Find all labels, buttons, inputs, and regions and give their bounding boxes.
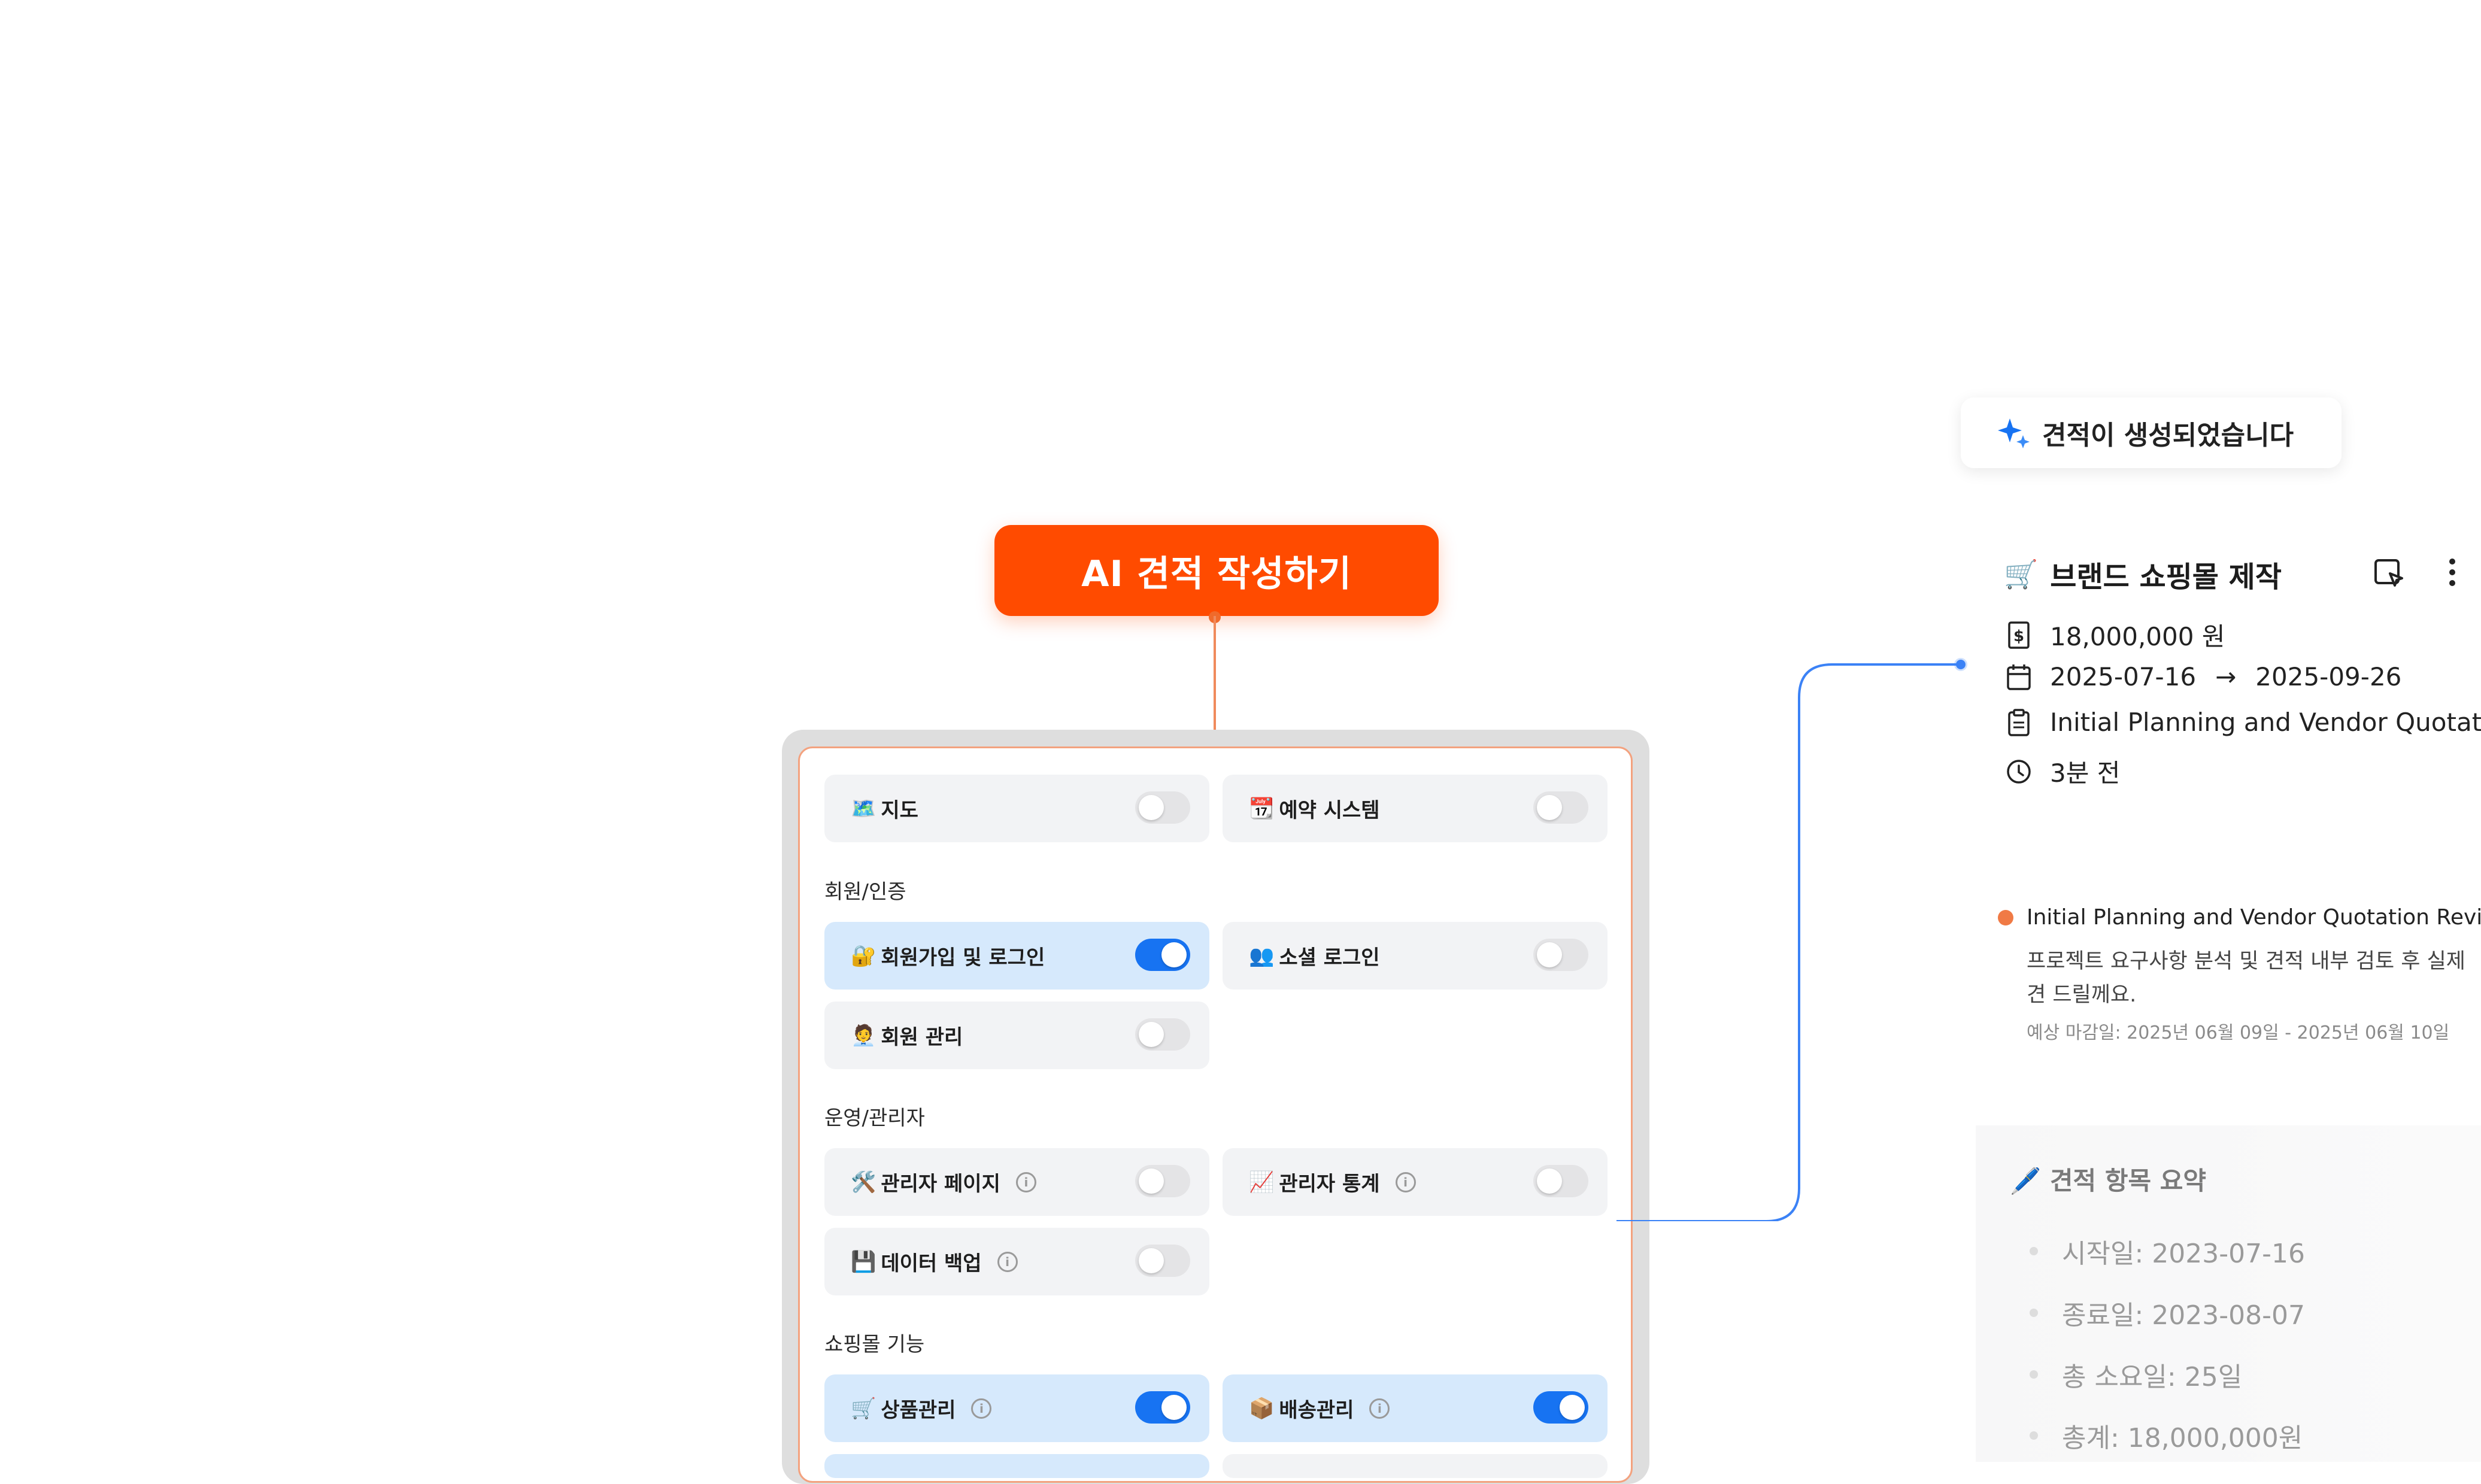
social-login-toggle[interactable] xyxy=(1533,939,1588,971)
feature-label: 소셜 로그인 xyxy=(1279,946,1380,970)
section-label-shop: 쇼핑몰 기능 xyxy=(824,1333,925,1356)
map-icon: 🗺️ xyxy=(851,796,876,821)
summary-item: 총 소요일: 25일 xyxy=(2030,1355,2242,1394)
task-description: 프로젝트 요구사항 분석 및 견적 내부 검토 후 실제 견 드릴께요. xyxy=(2027,949,2466,1007)
feature-card-product-management[interactable]: 🛒 상품관리 i xyxy=(824,1374,1209,1442)
reservation-toggle[interactable] xyxy=(1533,791,1588,824)
feature-label: 배송관리 xyxy=(1279,1398,1354,1422)
feature-card-shipping-management[interactable]: 📦 배송관리 i xyxy=(1223,1374,1608,1442)
project-start-date: 2025-07-16 xyxy=(2050,662,2197,691)
receipt-dollar-icon: $ xyxy=(2008,621,2030,649)
package-icon: 📦 xyxy=(1249,1396,1275,1421)
project-stage: Initial Planning and Vendor Quotatio... xyxy=(2050,708,2481,737)
project-title: 🛒 브랜드 쇼핑몰 제작 xyxy=(2004,553,2282,595)
clipboard-icon xyxy=(2008,708,2030,736)
summary-item: 총계: 18,000,000원 xyxy=(2030,1416,2303,1455)
feature-card-admin-stats[interactable]: 📈 관리자 통계 i xyxy=(1223,1148,1608,1216)
cart-icon: 🛒 xyxy=(851,1396,876,1421)
task-deadline: 예상 마감일: 2025년 06월 09일 - 2025년 06월 10일 xyxy=(2027,1022,2450,1043)
feature-label: 회원가입 및 로그인 xyxy=(881,946,1045,970)
section-label-member: 회원/인증 xyxy=(824,880,906,904)
project-amount-row: $ 18,000,000 원 xyxy=(2006,617,2225,653)
cart-icon: 🛒 xyxy=(2004,557,2039,590)
project-updated: 3분 전 xyxy=(2050,758,2121,788)
project-end-date: 2025-09-26 xyxy=(2255,662,2402,691)
calendar-icon xyxy=(2007,664,2031,690)
success-toast: 견적이 생성되었습니다 xyxy=(1961,397,2342,468)
lock-icon: 🔐 xyxy=(851,943,876,968)
summary-panel xyxy=(1976,1125,2481,1462)
data-backup-toggle[interactable] xyxy=(1135,1245,1190,1277)
info-icon[interactable]: i xyxy=(971,1398,992,1419)
bullet xyxy=(2030,1309,2038,1317)
svg-text:$: $ xyxy=(2013,627,2024,645)
person-icon: 🧑‍💼 xyxy=(851,1023,876,1048)
project-stage-row: Initial Planning and Vendor Quotatio... xyxy=(2006,708,2481,737)
project-title-text: 브랜드 쇼핑몰 제작 xyxy=(2050,560,2282,594)
feature-card-map[interactable]: 🗺️ 지도 xyxy=(824,775,1209,842)
project-updated-row: 3분 전 xyxy=(2006,753,2120,790)
signup-login-toggle[interactable] xyxy=(1135,939,1190,971)
task-title: Initial Planning and Vendor Quotation Re… xyxy=(2027,905,2481,930)
feature-card-partial xyxy=(824,1454,1209,1478)
map-toggle[interactable] xyxy=(1135,791,1190,824)
blue-connector-line xyxy=(1616,658,1967,1221)
tools-icon: 🛠️ xyxy=(851,1170,876,1194)
orange-connector-line xyxy=(1214,616,1216,749)
feature-card-admin-page[interactable]: 🛠️ 관리자 페이지 i xyxy=(824,1148,1209,1216)
feature-card-partial xyxy=(1223,1454,1608,1478)
bullet xyxy=(2030,1247,2038,1255)
admin-page-toggle[interactable] xyxy=(1135,1165,1190,1197)
bullet xyxy=(2030,1431,2038,1440)
feature-label: 회원 관리 xyxy=(881,1025,963,1049)
info-icon[interactable]: i xyxy=(997,1251,1018,1272)
chart-icon: 📈 xyxy=(1249,1170,1275,1194)
section-label-admin: 운영/관리자 xyxy=(824,1106,925,1130)
toast-text: 견적이 생성되었습니다 xyxy=(2042,420,2294,451)
users-icon: 👥 xyxy=(1249,943,1275,968)
edit-select-icon[interactable] xyxy=(2372,556,2406,589)
summary-item: 시작일: 2023-07-16 xyxy=(2030,1232,2305,1270)
feature-card-member-management[interactable]: 🧑‍💼 회원 관리 xyxy=(824,1002,1209,1069)
feature-label: 예약 시스템 xyxy=(1279,799,1380,823)
date-arrow: → xyxy=(2215,662,2237,691)
floppy-disk-icon: 💾 xyxy=(851,1249,876,1274)
status-dot xyxy=(1998,910,2013,925)
summary-title: 🖊️ 견적 항목 요약 xyxy=(2010,1166,2207,1195)
more-options-icon[interactable] xyxy=(2443,556,2462,589)
info-icon[interactable]: i xyxy=(1015,1172,1036,1192)
feature-card-signup-login[interactable]: 🔐 회원가입 및 로그인 xyxy=(824,922,1209,990)
feature-label: 데이터 백업 xyxy=(881,1252,982,1276)
project-amount: 18,000,000 원 xyxy=(2050,622,2225,651)
feature-label: 관리자 통계 xyxy=(1279,1172,1380,1196)
calendar-icon: 📆 xyxy=(1249,796,1275,821)
ai-quote-button[interactable]: AI 견적 작성하기 xyxy=(994,525,1439,616)
info-icon[interactable]: i xyxy=(1369,1398,1390,1419)
clock-icon xyxy=(2007,759,2031,784)
feature-card-reservation[interactable]: 📆 예약 시스템 xyxy=(1223,775,1608,842)
member-management-toggle[interactable] xyxy=(1135,1018,1190,1051)
admin-stats-toggle[interactable] xyxy=(1533,1165,1588,1197)
feature-card-social-login[interactable]: 👥 소셜 로그인 xyxy=(1223,922,1608,990)
product-management-toggle[interactable] xyxy=(1135,1391,1190,1424)
feature-label: 관리자 페이지 xyxy=(881,1172,1000,1196)
feature-label: 상품관리 xyxy=(881,1398,956,1422)
feature-card-data-backup[interactable]: 💾 데이터 백업 i xyxy=(824,1228,1209,1295)
sparkle-icon xyxy=(1998,418,2030,448)
feature-label: 지도 xyxy=(881,799,918,823)
info-icon[interactable]: i xyxy=(1395,1172,1416,1192)
summary-item: 종료일: 2023-08-07 xyxy=(2030,1294,2305,1332)
feature-panel xyxy=(798,746,1633,1483)
bullet xyxy=(2030,1370,2038,1379)
project-dates-row: 2025-07-16 → 2025-09-26 xyxy=(2006,662,2401,691)
shipping-management-toggle[interactable] xyxy=(1533,1391,1588,1424)
